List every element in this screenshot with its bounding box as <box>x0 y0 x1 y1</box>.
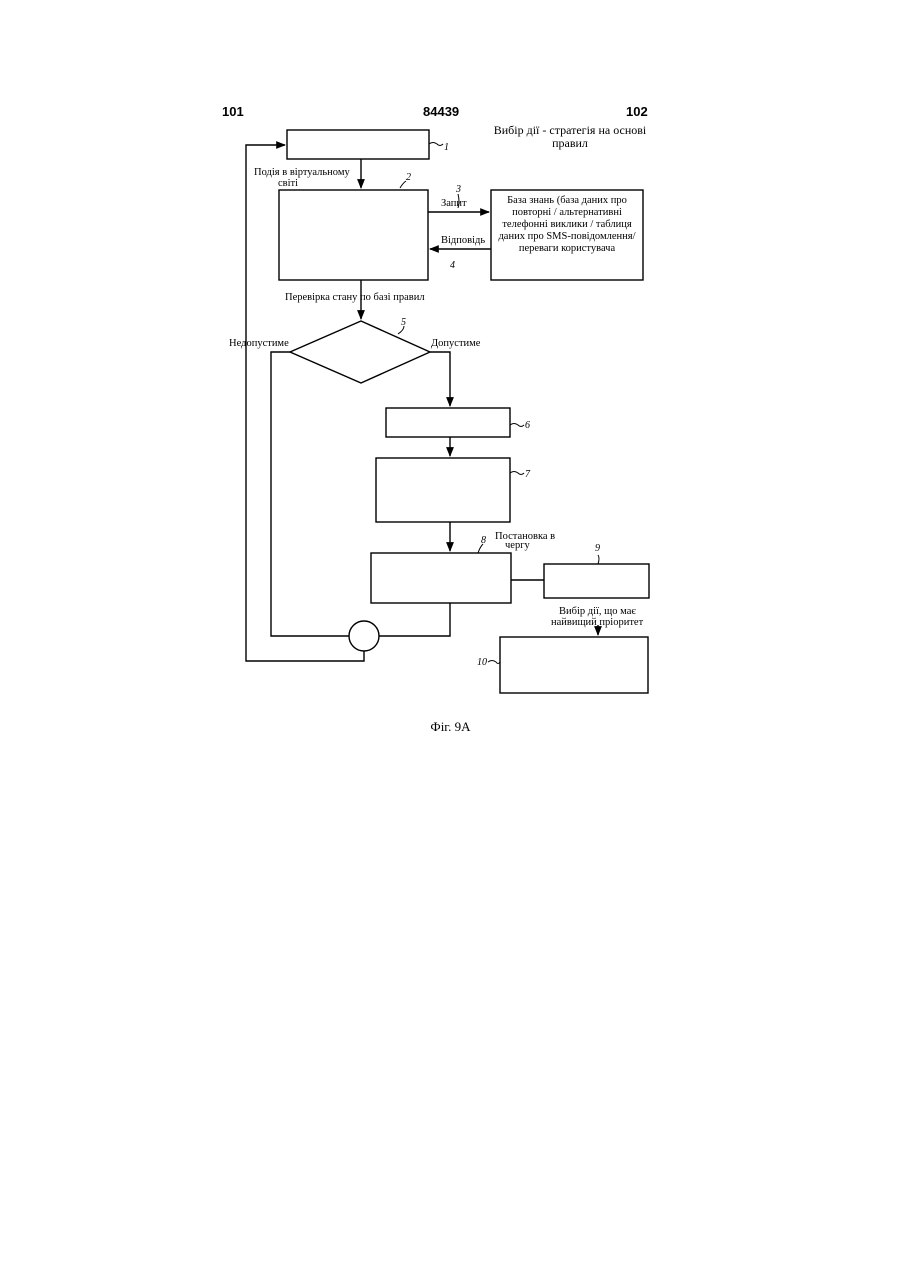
check-label: Перевірка стану по базі правил <box>285 292 425 303</box>
ref-3: 3 <box>455 184 461 195</box>
ref-tick-1 <box>429 143 443 146</box>
request-label: Запит <box>441 198 467 209</box>
box-10 <box>500 637 648 693</box>
knowledge-base-text: База знань (база даних про повторні / ал… <box>494 195 640 255</box>
response-label: Відповідь <box>441 235 485 246</box>
queue-label-line2: чергу <box>505 540 530 551</box>
ref-tick-6 <box>510 424 524 427</box>
valid-label: Допустиме <box>431 338 481 349</box>
decision-diamond <box>290 321 430 383</box>
box-9 <box>544 564 649 598</box>
ref-9: 9 <box>595 543 600 554</box>
ref-6: 6 <box>525 420 530 431</box>
merge-circle <box>349 621 379 651</box>
ref-4: 4 <box>450 260 455 271</box>
invalid-label: Недопустиме <box>229 338 289 349</box>
ref-8: 8 <box>481 535 486 546</box>
event-label-line1: Подія в віртуальному <box>254 167 350 178</box>
ref-5: 5 <box>401 317 406 328</box>
ref-2: 2 <box>406 172 411 183</box>
ref-tick-10 <box>488 661 500 664</box>
valid-branch <box>430 352 450 406</box>
box-2 <box>279 190 428 280</box>
line-8-to-merge <box>379 603 450 636</box>
invalid-branch <box>271 352 349 636</box>
event-label-line2: світі <box>278 178 298 189</box>
box-1 <box>287 130 429 159</box>
select-label-line1: Вибір дії, що має <box>559 606 636 617</box>
ref-1: 1 <box>444 142 449 153</box>
box-6 <box>386 408 510 437</box>
ref-tick-9 <box>598 555 599 564</box>
figure-caption: Фіг. 9A <box>0 719 901 735</box>
feedback-loop <box>246 145 364 661</box>
box-7 <box>376 458 510 522</box>
ref-tick-7 <box>510 472 524 475</box>
ref-10: 10 <box>477 657 487 668</box>
select-label-line2: найвищий пріоритет <box>551 617 644 628</box>
ref-7: 7 <box>525 469 531 480</box>
box-8 <box>371 553 511 603</box>
